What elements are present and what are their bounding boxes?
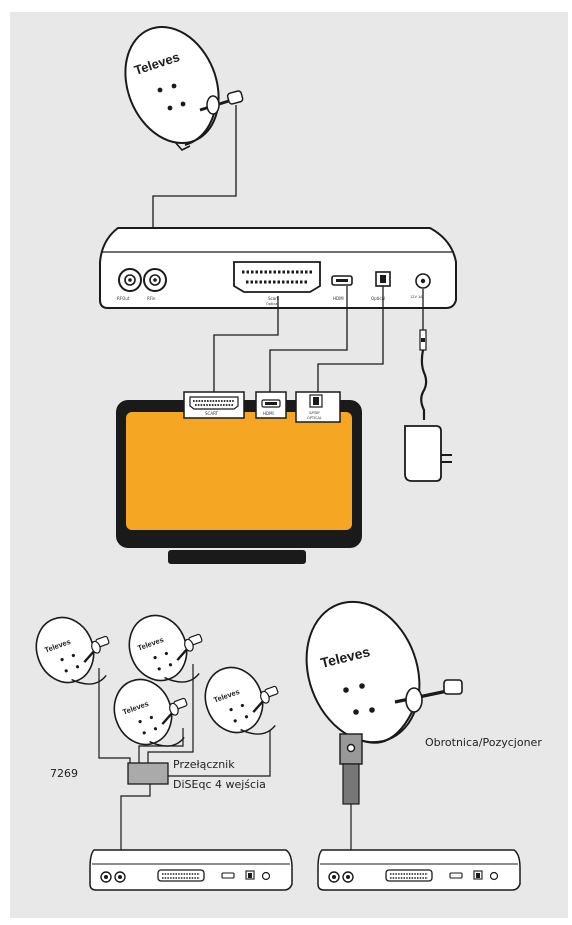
rf-in-label: RFin: [147, 296, 156, 301]
tv-screen: [126, 412, 352, 530]
positioner-motor: [339, 733, 363, 805]
rf-out-label: RFOut: [117, 296, 130, 301]
scart-port: Scart Optical: [233, 261, 321, 306]
television: SCART HDMI S/PDIF OPTICAL: [116, 391, 362, 564]
switch-label-line1: Przełącznik: [173, 758, 235, 771]
dc-label: 12V 1A: [410, 295, 423, 299]
optical-label: Optical: [371, 296, 385, 301]
hdmi-port: HDMI: [331, 275, 353, 301]
positioner-label: Obrotnica/Pozycjoner: [425, 736, 542, 749]
receiver-main: RFOut RFin Scart Optical HDMI Optical: [99, 227, 457, 309]
diseqc-switch: [127, 762, 169, 785]
scart-sub-label: Optical: [266, 302, 278, 306]
top-satellite-dish: Televes: [124, 25, 244, 151]
dish-2: Televes: [119, 600, 215, 698]
switch-label-line2: DiSEqc 4 wejścia: [173, 778, 266, 791]
tv-optical-label: OPTICAL: [307, 416, 322, 420]
tv-stand: [168, 550, 306, 564]
motorized-dish-group: Televes Obrotnica/Pozycjoner: [305, 600, 542, 891]
tv-spdif-label: S/PDIF: [309, 411, 320, 415]
switch-code-label: 7269: [50, 767, 78, 780]
dc-power-port: 12V 1A: [410, 273, 431, 299]
power-adapter: [404, 289, 452, 482]
tv-scart-port: SCART: [183, 391, 245, 419]
tv-optical-port: S/PDIF OPTICAL: [295, 391, 341, 423]
rf-out-port: RFOut: [117, 268, 142, 301]
dish-3: Televes: [104, 664, 200, 762]
tv-scart-label: SCART: [205, 411, 219, 416]
switch-to-receiver-cable: [120, 784, 151, 872]
receiver-right: [317, 849, 521, 891]
dish-1: Televes: [26, 602, 122, 700]
multi-dish-group: Televes Televes Televes Televes 7269 Prz…: [26, 600, 293, 891]
av-cables: [213, 286, 384, 392]
receiver-left: [89, 849, 293, 891]
rf-in-port: RFin: [143, 268, 167, 301]
scart-label: Scart: [268, 296, 279, 301]
dish-4: Televes: [195, 652, 291, 750]
hdmi-label: HDMI: [333, 296, 344, 301]
tv-hdmi-label: HDMI: [263, 411, 274, 416]
tv-hdmi-port: HDMI: [255, 391, 287, 419]
